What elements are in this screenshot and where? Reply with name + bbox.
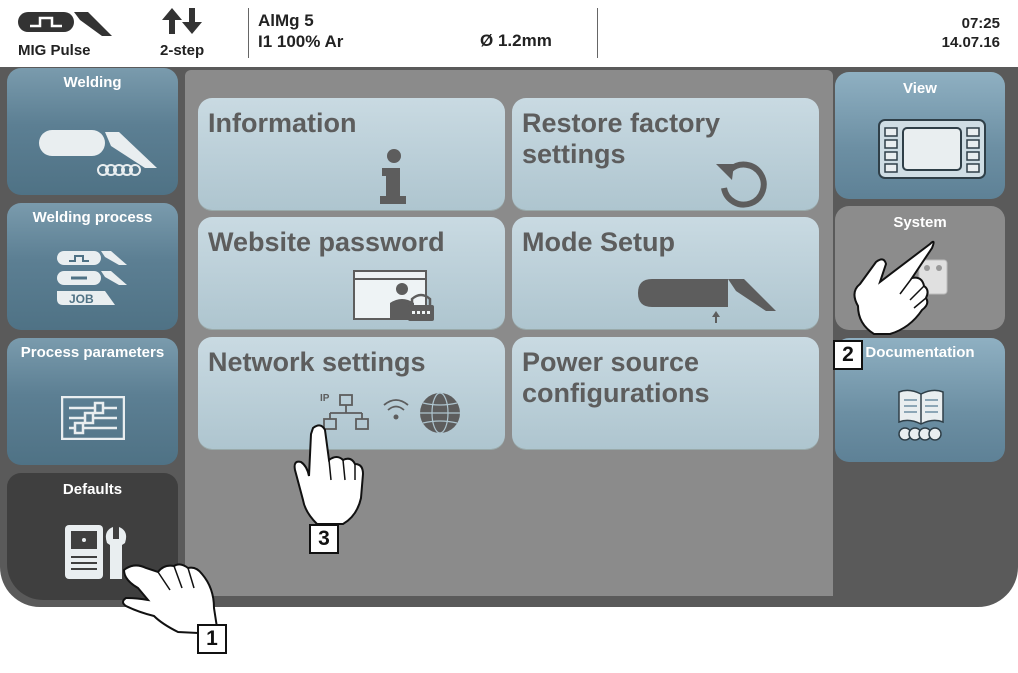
tab-label: Process parameters <box>20 344 165 361</box>
tab-label: System <box>893 214 947 231</box>
torch-icon <box>39 124 163 185</box>
time-label: 07:25 <box>961 15 1000 32</box>
callout-3: 3 <box>309 524 339 554</box>
tab-welding[interactable]: Welding <box>7 68 178 195</box>
tab-label: View <box>903 80 937 97</box>
status-divider <box>248 8 249 58</box>
display-icon <box>877 118 989 187</box>
menu-label: Power source configurations <box>522 347 710 408</box>
tab-view[interactable]: View <box>835 72 1005 199</box>
reset-icon <box>712 154 774 213</box>
mig-pulse-icon <box>18 8 114 43</box>
website-lock-icon <box>352 269 442 328</box>
tab-welding-process[interactable]: Welding process JOB <box>7 203 178 330</box>
material-label: AlMg 5 <box>258 11 314 30</box>
book-icon <box>895 386 947 449</box>
tab-process-parameters[interactable]: Process parameters <box>7 338 178 465</box>
menu-label: Network settings <box>208 347 426 377</box>
up-down-arrows-icon <box>160 6 204 41</box>
status-bar: MIG Pulse 2-step AlMg 5 I1 100% Ar Ø 1.2… <box>0 0 1018 64</box>
trigger-mode-label: 2-step <box>160 42 205 59</box>
tab-label: Welding <box>63 74 122 91</box>
info-icon <box>374 148 414 211</box>
menu-label: Restore factory settings <box>522 108 721 169</box>
gas-label: I1 100% Ar <box>258 32 344 51</box>
power-source-wrench-icon <box>63 523 133 586</box>
clock: 07:25 14.07.16 <box>942 14 1000 52</box>
callout-2: 2 <box>833 340 863 370</box>
tab-defaults[interactable]: Defaults <box>7 473 178 600</box>
hand-pointer-icon <box>283 420 373 535</box>
tab-label: Documentation <box>865 344 975 361</box>
menu-mode-setup[interactable]: Mode Setup <box>512 217 819 329</box>
status-divider <box>597 8 598 58</box>
material-info: AlMg 5 I1 100% Ar <box>258 10 343 52</box>
menu-label: Information <box>208 108 357 138</box>
tab-label: Defaults <box>62 481 123 498</box>
callout-1: 1 <box>197 624 227 654</box>
svg-text:JOB: JOB <box>69 292 94 306</box>
menu-label: Mode Setup <box>522 227 675 257</box>
menu-information[interactable]: Information <box>198 98 505 210</box>
sliders-icon <box>60 395 126 445</box>
tab-documentation[interactable]: Documentation <box>835 338 1005 462</box>
mode-label: MIG Pulse <box>18 42 91 59</box>
network-icon: IP <box>320 391 470 444</box>
menu-restore-factory-settings[interactable]: Restore factory settings <box>512 98 819 210</box>
system-icon <box>913 254 953 303</box>
menu-network-settings[interactable]: Network settings IP <box>198 337 505 449</box>
svg-text:IP: IP <box>320 393 330 404</box>
tab-label: Welding process <box>32 209 153 226</box>
menu-website-password[interactable]: Website password <box>198 217 505 329</box>
torch-icon <box>636 273 786 332</box>
menu-power-source-configurations[interactable]: Power source configurations <box>512 337 819 449</box>
date-label: 14.07.16 <box>941 34 1000 51</box>
menu-label: Website password <box>208 227 445 257</box>
hand-pointer-icon <box>840 234 940 349</box>
wire-diameter: Ø 1.2mm <box>480 31 552 50</box>
job-process-icon: JOB <box>53 251 139 318</box>
